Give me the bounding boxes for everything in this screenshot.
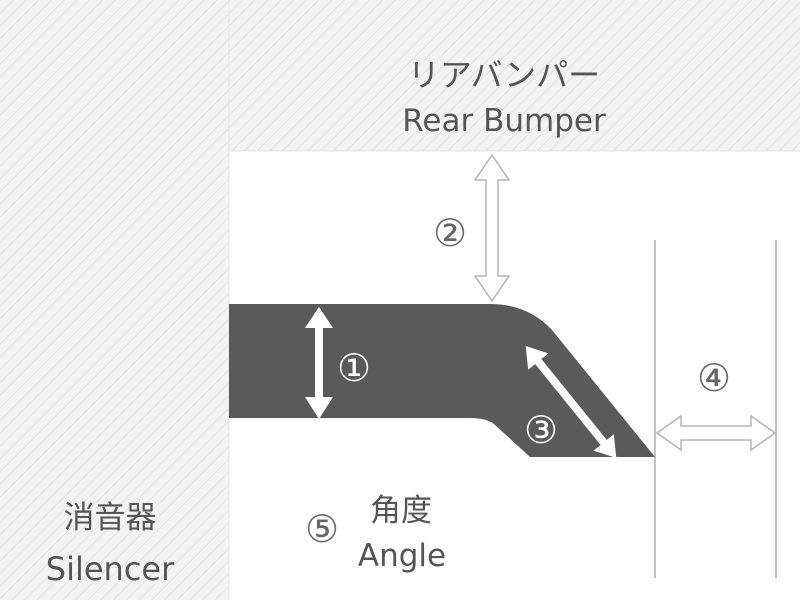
dimension-1-label: ① — [337, 346, 371, 390]
dimension-3-arrow — [525, 346, 617, 458]
dimension-2-arrow — [473, 153, 511, 303]
dimension-2-label: ② — [433, 211, 467, 255]
tail-pipe-shape — [229, 304, 655, 457]
dimension-4-arrow — [655, 414, 777, 452]
dimension-3-label: ③ — [524, 408, 558, 452]
bumper-label-en: Rear Bumper — [402, 103, 606, 139]
silencer-label-ja: 消音器 — [64, 500, 157, 536]
angle-label-ja: 角度 — [370, 493, 432, 529]
dimension-5-label: ⑤ — [305, 507, 339, 551]
silencer-label-en: Silencer — [46, 550, 175, 588]
bumper-hatch-region — [229, 0, 800, 151]
left-hatch-region — [0, 0, 229, 600]
dimension-1-arrow — [305, 307, 333, 419]
bumper-label-ja: リアバンパー — [408, 56, 600, 94]
dimension-4-label: ④ — [697, 356, 731, 400]
angle-label-en: Angle — [358, 538, 446, 574]
